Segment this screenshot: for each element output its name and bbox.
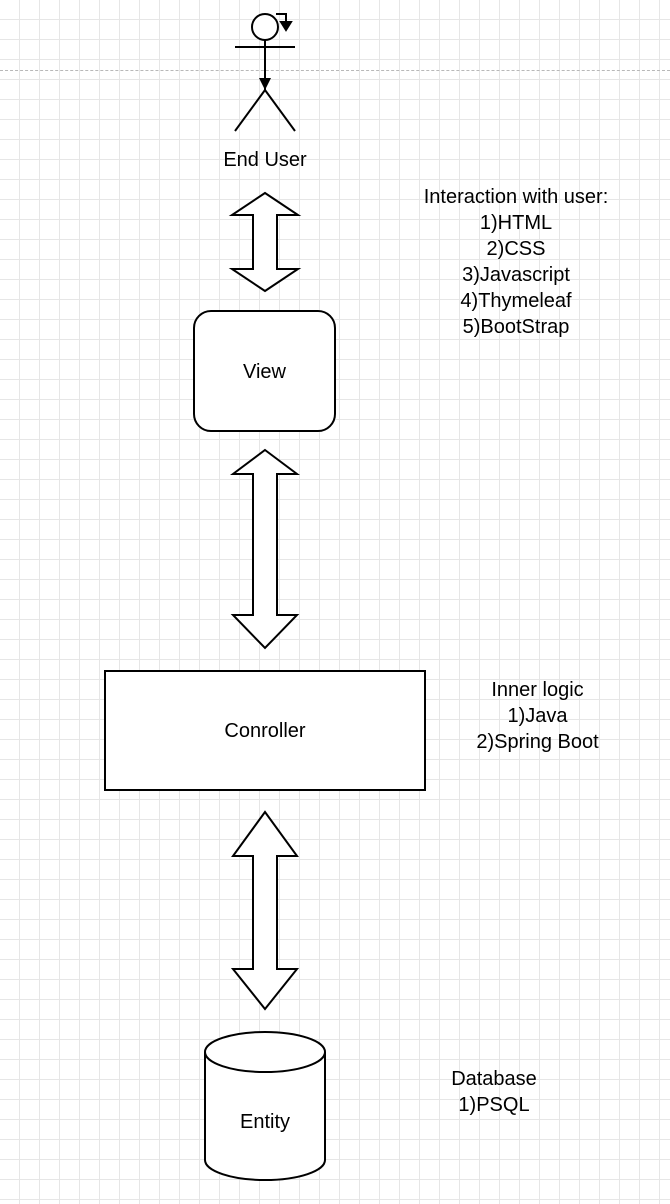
view-note-item: 1)HTML bbox=[479, 212, 553, 234]
view-note-item: 4)Thymeleaf bbox=[460, 290, 572, 312]
view-note-item: 2)CSS bbox=[486, 238, 546, 260]
controller-note-item: 1)Java bbox=[507, 705, 568, 727]
entity-cylinder-top bbox=[204, 1031, 326, 1073]
view-note-item: 3)Javascript bbox=[462, 264, 570, 286]
entity-node[interactable] bbox=[204, 1031, 326, 1181]
actor-loop-icon bbox=[276, 13, 293, 32]
end-user-label: End User bbox=[223, 149, 307, 171]
double-arrow-view-controller[interactable] bbox=[230, 448, 300, 650]
view-node[interactable] bbox=[193, 310, 336, 432]
entity-label: Entity bbox=[239, 1111, 291, 1133]
double-arrow-controller-entity[interactable] bbox=[230, 810, 300, 1011]
controller-label: Conroller bbox=[224, 720, 306, 742]
actor-left-leg bbox=[234, 89, 266, 132]
actor-right-leg bbox=[264, 89, 296, 132]
controller-note-item: 2)Spring Boot bbox=[476, 731, 599, 753]
controller-node[interactable] bbox=[104, 670, 426, 791]
view-label: View bbox=[243, 361, 286, 383]
actor-head bbox=[251, 13, 279, 41]
entity-note-title: Database bbox=[451, 1068, 537, 1090]
view-note-item: 5)BootStrap bbox=[462, 316, 570, 338]
controller-note: Inner logic 1)Java 2)Spring Boot bbox=[455, 677, 620, 755]
page-break-line bbox=[0, 70, 670, 71]
double-arrow-user-view[interactable] bbox=[228, 191, 302, 293]
controller-note-title: Inner logic bbox=[491, 679, 584, 701]
view-note-title: Interaction with user: bbox=[423, 186, 609, 208]
entity-cylinder-body bbox=[204, 1052, 326, 1181]
entity-note-item: 1)PSQL bbox=[458, 1094, 530, 1116]
view-note: Interaction with user: 1)HTML 2)CSS 3)Ja… bbox=[400, 184, 632, 340]
entity-note: Database 1)PSQL bbox=[430, 1066, 558, 1118]
actor-down-arrow bbox=[259, 78, 271, 90]
